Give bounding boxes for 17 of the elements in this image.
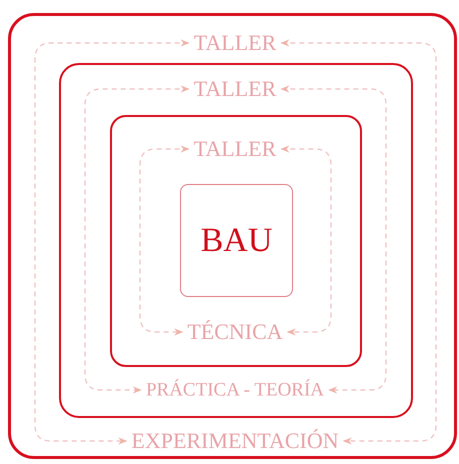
center-label: BAU bbox=[200, 224, 272, 258]
loop-label: TÉCNICA bbox=[187, 321, 283, 343]
dashed-arrow bbox=[139, 145, 190, 336]
square-frame bbox=[110, 115, 362, 367]
loop-label: PRÁCTICA - TEORÍA bbox=[146, 380, 324, 400]
dashed-arrow bbox=[280, 85, 387, 394]
loop-label: TALLER bbox=[194, 32, 276, 54]
dashed-arrow bbox=[280, 39, 437, 445]
square-frame bbox=[8, 13, 457, 459]
square-frame bbox=[59, 63, 413, 418]
dashed-arrow bbox=[280, 145, 332, 336]
loop-label: TALLER bbox=[194, 138, 276, 160]
dashed-arrow bbox=[34, 39, 190, 445]
loop-label: TALLER bbox=[194, 78, 276, 100]
loop-label: EXPERIMENTACIÓN bbox=[131, 430, 339, 452]
center-box bbox=[180, 184, 293, 297]
dashed-arrow bbox=[84, 85, 190, 394]
